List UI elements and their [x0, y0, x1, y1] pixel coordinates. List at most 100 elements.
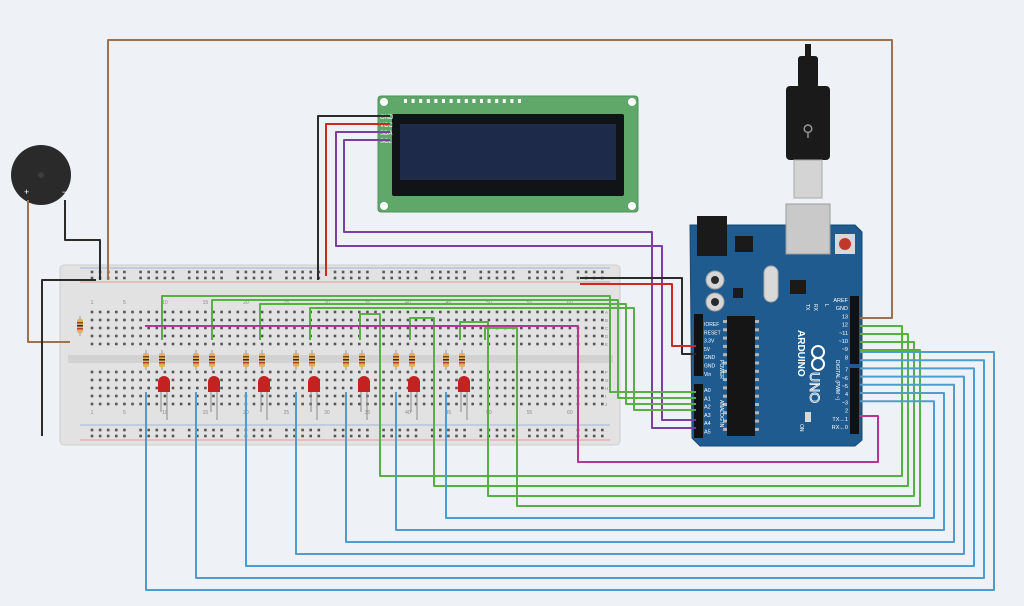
on-led-label: ON [798, 424, 804, 432]
column-number: 40 [405, 410, 411, 416]
digital-pin-label: ~3 [842, 400, 848, 406]
digital-pin-label: 7 [845, 368, 848, 374]
wire-blue[interactable] [145, 351, 995, 591]
led-icon[interactable] [208, 376, 220, 392]
arduino-model: UNO [807, 372, 823, 403]
leds [158, 376, 470, 420]
led-icon[interactable] [158, 376, 170, 392]
analog-pin-label: A2 [704, 405, 711, 411]
wire-green[interactable] [259, 303, 696, 405]
digital-pin-label: RX←0 [832, 425, 848, 431]
analog-pin-label: A0 [704, 388, 711, 394]
wire-purple[interactable] [335, 131, 696, 421]
wire-blue[interactable] [245, 367, 975, 567]
analog-pin-label: A4 [704, 421, 711, 427]
row-letter: B [605, 318, 608, 323]
wire-black[interactable] [64, 200, 101, 280]
column-number: 20 [243, 300, 249, 306]
wire-green[interactable] [459, 321, 915, 497]
digital-title: DIGITAL (PWM ~) [834, 360, 840, 400]
lcd-pin-gnd: GND [380, 115, 394, 121]
wire-green[interactable] [161, 295, 696, 393]
microcontroller-chip [727, 316, 755, 436]
row-letter: A [605, 310, 608, 315]
lcd-screen [400, 124, 616, 180]
digital-pin-label: GND [836, 306, 848, 312]
power-pin-label: IOREF [704, 322, 719, 328]
wire-purple[interactable] [343, 139, 696, 429]
power-pin-label: GND [704, 355, 716, 361]
digital-pin-label: ~9 [842, 347, 848, 353]
digital-pin-label: AREF [833, 298, 848, 304]
column-number: 10 [162, 410, 168, 416]
row-letter: J [605, 402, 607, 407]
wire-blue[interactable] [295, 375, 965, 555]
wire-green[interactable] [484, 327, 921, 507]
resistors [77, 316, 465, 370]
wire-black[interactable] [317, 115, 390, 280]
wire-green[interactable] [409, 317, 909, 487]
usb-port [785, 203, 831, 255]
breadboard-holes [90, 270, 604, 438]
wire-black[interactable] [41, 279, 96, 436]
reset-button-icon[interactable] [839, 238, 851, 250]
wire-blue[interactable] [345, 383, 955, 543]
column-number: 60 [567, 410, 573, 416]
breadboard[interactable]: 1155101015152020252530303535404045455050… [59, 264, 621, 446]
led-icon[interactable] [258, 376, 270, 392]
wire-green[interactable] [211, 299, 696, 399]
digital-pin-label: 13 [842, 314, 848, 320]
digital-pin-label: ~10 [839, 339, 848, 345]
lcd-pin-sda: SDA [380, 131, 392, 137]
column-number: 55 [527, 410, 533, 416]
lcd-pin-vcc: VCC [380, 123, 393, 129]
column-number: 35 [365, 410, 371, 416]
wire-brown[interactable] [107, 39, 893, 319]
usb-cable[interactable]: ⚲ [786, 44, 830, 199]
row-letter: D [605, 334, 609, 339]
digital-pin-label: ~6 [842, 376, 848, 382]
column-number: 25 [284, 410, 290, 416]
buzzer-minus-label: − [62, 187, 67, 197]
tx-led-label: TX [804, 304, 810, 311]
arduino-brand: ARDUINO [795, 330, 806, 377]
row-letter: E [605, 342, 608, 347]
wire-blue[interactable] [445, 392, 935, 519]
column-number: 1 [91, 410, 94, 416]
analog-pin-label: A3 [704, 413, 711, 419]
led-icon[interactable] [408, 376, 420, 392]
rx-led-label: RX [812, 304, 818, 312]
wire-magenta[interactable] [495, 325, 879, 463]
power-title: POWER [718, 360, 724, 379]
column-number: 15 [203, 300, 209, 306]
lcd-header-pins [404, 99, 521, 103]
buzzer[interactable]: + − [11, 145, 71, 205]
wire-red[interactable] [325, 123, 390, 276]
led-icon[interactable] [308, 376, 320, 392]
arduino-logo-icon [811, 345, 825, 371]
column-number: 45 [446, 410, 452, 416]
led-icon[interactable] [358, 376, 370, 392]
wire-blue[interactable] [395, 392, 945, 531]
row-letter: H [605, 386, 608, 391]
wire-blue[interactable] [195, 359, 985, 579]
power-pin-label: GND [704, 364, 716, 370]
buzzer-plus-label: + [24, 187, 29, 197]
wire-green[interactable] [359, 313, 903, 477]
wire-black[interactable] [580, 277, 696, 355]
wire-red[interactable] [580, 283, 696, 347]
column-number: 30 [324, 410, 330, 416]
wire-brown[interactable] [27, 200, 70, 343]
lcd-pin-labels: GND VCC SDA SCL [380, 115, 394, 145]
wire-green[interactable] [309, 307, 696, 411]
lcd-display[interactable]: GND VCC SDA SCL [377, 95, 639, 213]
led-icon[interactable] [458, 376, 470, 392]
column-number: 5 [123, 300, 126, 306]
dc-jack [697, 216, 727, 256]
column-number: 10 [162, 300, 168, 306]
digital-pin-label: ~5 [842, 384, 848, 390]
analog-pin-label: A5 [704, 430, 711, 436]
